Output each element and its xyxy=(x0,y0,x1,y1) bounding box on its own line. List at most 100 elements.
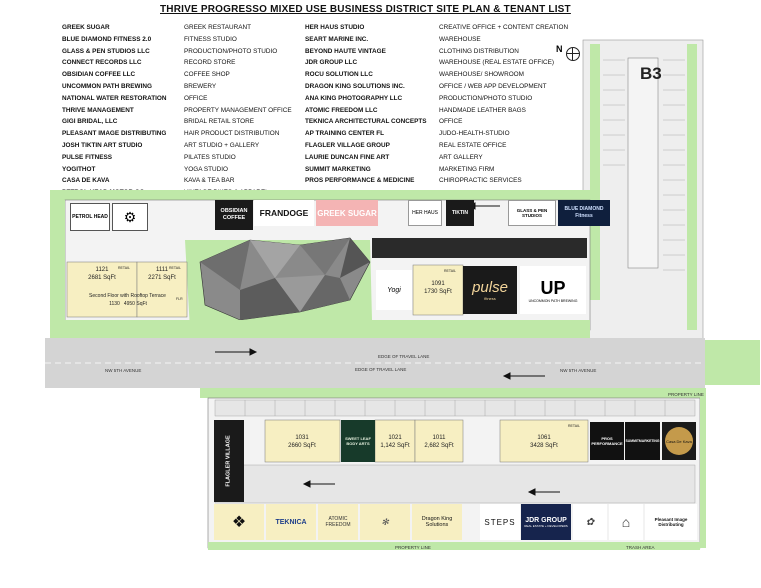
tenant-type: RECORD STORE xyxy=(184,59,236,67)
logo-her-haus: HER HAUS xyxy=(408,200,442,226)
logo-obsidian-text: OBSIDIAN COFFEE xyxy=(220,208,248,221)
logo-obsidian: OBSIDIAN COFFEE xyxy=(215,200,253,230)
logo-kava-text: Casa De Kava xyxy=(666,438,692,444)
tenant-name: BLUE DIAMOND FITNESS 2.0 xyxy=(62,35,152,43)
tenant-row: DRAGON KING SOLUTIONS INC.OFFICE / WEB A… xyxy=(305,81,568,93)
green-buffer-north xyxy=(50,190,590,200)
unit-1111-area: 2271 SqFt xyxy=(148,275,176,281)
tenant-type: HANDMADE LEATHER BAGS xyxy=(439,106,526,114)
terrace-label: Second Floor with Rooftop Terrace xyxy=(89,293,166,299)
green-buffer-mid xyxy=(50,320,590,338)
logo-frandoge: FRANDOGE xyxy=(254,200,314,226)
tenant-type: BRIDAL RETAIL STORE xyxy=(184,118,254,126)
tenant-name: DRAGON KING SOLUTIONS INC. xyxy=(305,82,405,90)
tenant-type: WAREHOUSE (REAL ESTATE OFFICE) xyxy=(439,59,555,67)
tenant-type: CLOTHING DISTRIBUTION xyxy=(439,47,519,55)
logo-steps: STEPS xyxy=(480,504,520,540)
logo-teknica: TEKNICA xyxy=(266,504,316,540)
logo-summit: SUMMITMARKETING xyxy=(625,422,660,460)
logo-petrol-text: PETROL HEAD xyxy=(72,214,108,220)
unit-1130-num: 1130 xyxy=(109,301,120,307)
tenant-name: NATIONAL WATER RESTORATION xyxy=(62,94,167,102)
logo-glass-pen-text: GLASS & PEN STUDIOS xyxy=(516,208,548,218)
logo-pulse-text: pulse xyxy=(472,279,508,296)
unit-1121: 1121 2681 SqFt xyxy=(82,266,122,282)
tenant-name: ATOMIC FREEDOM LLC xyxy=(305,106,378,114)
green-strip-east-2 xyxy=(687,44,697,330)
unit-1031-area: 2660 SqFt xyxy=(288,443,316,449)
unit-1111: 1111 2271 SqFt xyxy=(142,266,182,282)
unit-1021-footprint xyxy=(374,419,416,463)
unit-1061-area: 3428 SqFt xyxy=(530,443,558,449)
tenant-name: JOSH TIKTIN ART STUDIO xyxy=(62,141,143,149)
logo-flagler-village: FLAGLER VILLAGE xyxy=(214,420,244,502)
tenant-name: PULSE FITNESS xyxy=(62,153,113,161)
tenant-type: ART STUDIO + GALLERY xyxy=(184,141,260,149)
unit-1121-area: 2681 SqFt xyxy=(88,275,116,281)
logo-yogi-text: Yogi xyxy=(387,286,401,294)
unit-1011-footprint xyxy=(414,419,464,463)
unit-1031: 1031 2660 SqFt xyxy=(282,434,322,450)
tenant-name: YOGITHOT xyxy=(62,165,96,173)
street-property-line-1: PROPERTY LINE xyxy=(668,392,704,397)
unit-1091: 1091 1730 SqFt xyxy=(418,280,458,296)
street-trash-area: TRASH AREA xyxy=(626,545,655,550)
tenant-type: PRODUCTION/PHOTO STUDIO xyxy=(439,94,533,102)
unit-1091-num: 1091 xyxy=(431,281,445,287)
logo-summit-text: SUMMITMARKETING xyxy=(625,439,660,443)
tenant-list-right: HER HAUS STUDIO CREATIVE OFFICE + CONTENT… xyxy=(305,22,568,187)
tenant-name: GREEK SUGAR xyxy=(62,24,110,31)
logo-petrol-head: PETROL HEAD xyxy=(70,203,110,231)
tenant-type: FITNESS STUDIO xyxy=(184,35,237,43)
logo-seart-marine-icon: ⌂ xyxy=(609,504,643,540)
unit-1111-footprint xyxy=(136,261,188,318)
logo-yogi: Yogi xyxy=(376,270,412,310)
tenant-name: UNCOMMON PATH BREWING xyxy=(62,82,152,90)
street-edge-travel-2: EDGE OF TRAVEL LANE xyxy=(355,367,407,372)
logo-flagler-text: FLAGLER VILLAGE xyxy=(226,435,232,487)
tenant-name: CASA DE KAVA xyxy=(62,177,110,185)
logo-pulse-sub: fitness xyxy=(484,296,496,301)
logo-kava-circle: Casa De Kava xyxy=(665,427,693,455)
tenant-type: OFFICE xyxy=(439,118,463,126)
unit-1111-tag: RETAIL xyxy=(169,266,181,270)
unit-1121-tag: RETAIL xyxy=(118,266,130,270)
tenant-name: ROCU SOLUTION LLC xyxy=(305,71,373,79)
tenant-name: GIGI BRIDAL, LLC xyxy=(62,118,118,126)
logo-sweet-leaf-text: SWEET LEAF BODY ARTS xyxy=(345,436,371,446)
tenant-type: REAL ESTATE OFFICE xyxy=(439,141,507,149)
logo-steps-text: STEPS xyxy=(484,517,516,527)
logo-beyond-haute-icon: ✿ xyxy=(573,504,607,540)
tenant-type: ART GALLERY xyxy=(439,153,483,161)
tenant-name: GLASS & PEN STUDIOS LLC xyxy=(62,47,150,55)
logo-her-haus-text: HER HAUS xyxy=(412,210,438,216)
tenant-type: CREATIVE OFFICE + CONTENT CREATION xyxy=(439,24,569,31)
tenant-type: PROPERTY MANAGEMENT OFFICE xyxy=(184,106,292,114)
logo-casa-de-kava: Casa De Kava xyxy=(662,422,696,460)
unit-1011: 1011 2,682 SqFt xyxy=(419,434,459,450)
tenant-row: JOSH TIKTIN ART STUDIO ART STUDIO + GALLE… xyxy=(62,140,292,152)
street-property-line-2: PROPERTY LINE xyxy=(395,545,431,550)
tenant-type: HAIR PRODUCT DISTRIBUTION xyxy=(184,130,280,138)
unit-1091-tag: RETAIL xyxy=(444,269,456,273)
north-arrow-icon xyxy=(566,47,580,61)
unit-1121-num: 1121 xyxy=(95,267,109,273)
plaza-walkway xyxy=(372,238,587,258)
building-b3 xyxy=(627,57,659,269)
tenant-type: COFFEE SHOP xyxy=(184,71,230,79)
tenant-name: HER HAUS STUDIO xyxy=(305,24,365,31)
building-label: B3 xyxy=(640,64,662,83)
tenant-type: PILATES STUDIO xyxy=(184,153,236,161)
logo-pros-text: PROS PERFORMANCE xyxy=(591,436,623,446)
logo-pulse: pulse fitness xyxy=(463,266,517,314)
